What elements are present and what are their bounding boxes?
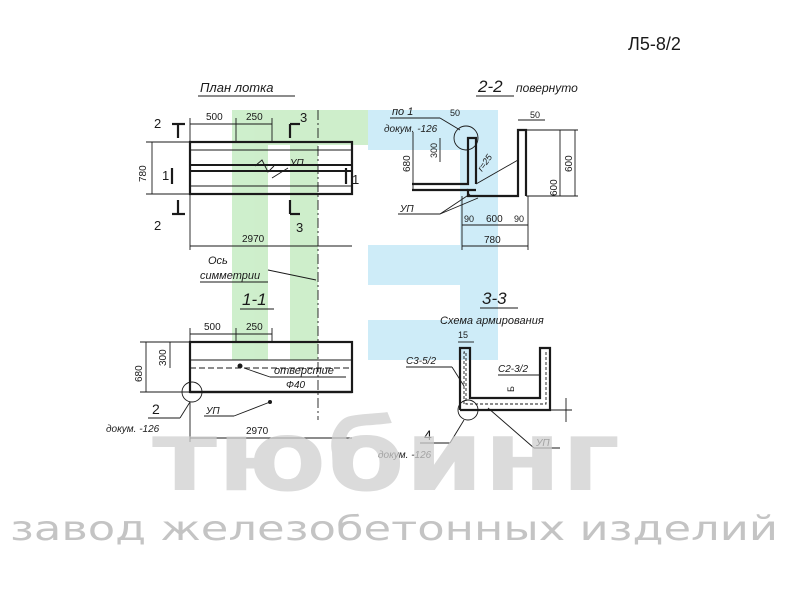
section-3-3-dim-b: Б (506, 386, 516, 392)
plan-axis-label-2: симметрии (200, 270, 260, 282)
section-2-2-callout-num: по 1 (392, 106, 413, 118)
section-2-2-title: 2-2 (477, 77, 503, 96)
section-2-2-up-label: УП (399, 204, 414, 215)
section-3-3-title: 3-3 (482, 289, 507, 308)
section-2-2-dim-600c: 600 (486, 214, 503, 225)
section-2-2-dim-90b: 90 (514, 214, 524, 224)
section-1-1-dim-500: 500 (204, 322, 221, 333)
section-2-2-dim-50a: 50 (450, 108, 460, 118)
plan-up-label: УП (289, 158, 304, 169)
plan-axis-label-1: Ось (208, 255, 228, 267)
plan-cut-1-left: 1 (162, 168, 169, 183)
watermark-big-text: тюбинг (152, 400, 620, 514)
section-1-1-dim-300: 300 (158, 349, 169, 366)
section-2-2-dim-680: 680 (402, 155, 413, 172)
plan-view: План лотка 500 250 780 2970 Ось симметри… (138, 80, 359, 420)
plan-dim-500: 500 (206, 112, 223, 123)
watermark-logo (232, 110, 498, 360)
section-2-2-subtitle: повернуто (516, 81, 578, 95)
section-1-1-callout-doc: докум. -126 (106, 424, 160, 435)
section-3-3-callout-doc: докум. -126 (378, 450, 432, 461)
section-1-1-callout-num: 2 (152, 401, 160, 417)
plan-dim-250: 250 (246, 112, 263, 123)
plan-cut-3-top: 3 (300, 110, 307, 125)
section-3-3-dim-15: 15 (458, 330, 468, 340)
section-1-1-dim-250: 250 (246, 322, 263, 333)
watermark-small-text: завод железобетонных изделий (10, 509, 778, 549)
section-2-2-dim-780: 780 (484, 235, 501, 246)
section-2-2-dim-50b: 50 (530, 110, 540, 120)
sheet-code: Л5-8/2 (628, 34, 681, 54)
section-3-3: 3-3 Схема армирования 15 Б С3-5/2 С2-3/2… (378, 289, 572, 461)
section-1-1-hole-label-1: отверстие (274, 365, 334, 377)
section-2-2-dim-600b: 600 (564, 155, 575, 172)
section-2-2-dim-300: 300 (429, 143, 439, 158)
section-1-1: 1-1 500 250 300 680 отверстие Ф40 2 доку… (106, 290, 354, 442)
plan-dim-2970: 2970 (242, 234, 265, 245)
plan-cut-2-bottom: 2 (154, 218, 161, 233)
section-1-1-dim-680: 680 (134, 365, 145, 382)
section-2-2-dim-600a: 600 (549, 179, 560, 196)
plan-title: План лотка (200, 80, 274, 95)
section-1-1-title: 1-1 (242, 290, 267, 309)
plan-dim-780: 780 (138, 165, 149, 182)
section-3-3-callout-num: 4 (424, 427, 432, 443)
plan-cut-1-right: 1 (352, 172, 359, 187)
section-3-3-up-label: УП (535, 438, 550, 449)
section-1-1-up-label: УП (205, 406, 220, 417)
section-3-3-mesh-left: С3-5/2 (406, 356, 436, 367)
section-3-3-mesh-right: С2-3/2 (498, 364, 528, 375)
plan-cut-3-bottom: 3 (296, 220, 303, 235)
section-2-2-dim-90a: 90 (464, 214, 474, 224)
plan-cut-2-top: 2 (154, 116, 161, 131)
section-2-2-callout-doc: докум. -126 (384, 124, 438, 135)
section-1-1-hole-label-2: Ф40 (286, 380, 306, 391)
section-1-1-dim-2970: 2970 (246, 426, 269, 437)
section-3-3-subtitle: Схема армирования (440, 315, 544, 327)
